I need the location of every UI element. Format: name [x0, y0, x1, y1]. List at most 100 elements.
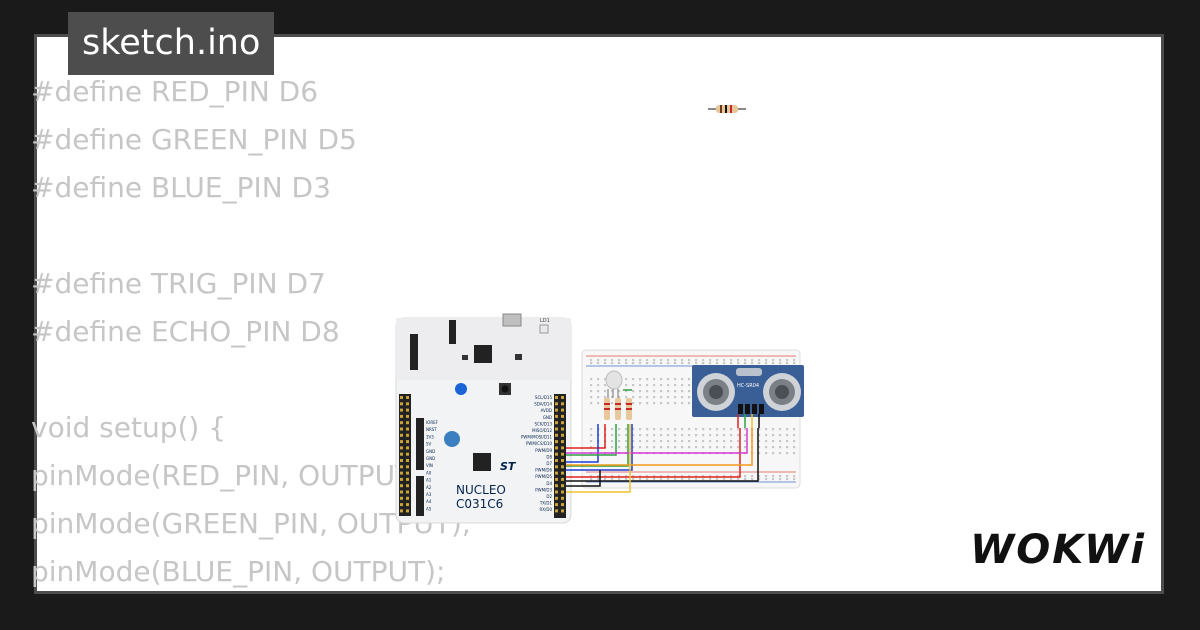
- header-pin: [561, 396, 564, 399]
- breadboard-hole: [618, 428, 621, 431]
- nucleo-board[interactable]: LD1 ST NUCLEO C031C6 SCL/D15SDA/D14AVDDG…: [395, 313, 572, 524]
- header-pin: [400, 509, 403, 513]
- code-editor[interactable]: #define RED_PIN D6#define GREEN_PIN D5#d…: [31, 68, 471, 596]
- breadboard-hole: [772, 434, 775, 437]
- breadboard-hole: [709, 434, 712, 437]
- breadboard-hole: [639, 384, 642, 387]
- breadboard-hole: [730, 475, 733, 478]
- breadboard-hole: [618, 446, 621, 449]
- breadboard-hole: [688, 434, 691, 437]
- breadboard-hole: [786, 428, 789, 431]
- breadboard-hole: [674, 446, 677, 449]
- breadboard-hole: [730, 359, 733, 362]
- breadboard-hole: [716, 362, 719, 365]
- breadboard-hole: [793, 446, 796, 449]
- breadboard-hole: [758, 446, 761, 449]
- breadboard-hole: [779, 359, 782, 362]
- file-tab[interactable]: sketch.ino: [68, 12, 275, 75]
- header-pin: [555, 433, 558, 437]
- pin-label: 5V: [426, 442, 432, 447]
- breadboard-hole: [716, 434, 719, 437]
- sensor-label: HC-SR04: [737, 383, 759, 389]
- resistor-top[interactable]: [708, 105, 746, 113]
- breadboard-hole: [590, 475, 593, 478]
- breadboard-hole: [723, 478, 726, 481]
- breadboard-hole: [786, 446, 789, 449]
- breadboard-hole: [667, 396, 670, 399]
- breadboard-hole: [695, 359, 698, 362]
- pin-label: PWM/D3: [535, 487, 552, 492]
- code-line: #define TRIG_PIN D7: [31, 267, 326, 300]
- breadboard-hole: [646, 359, 649, 362]
- breadboard-hole: [611, 402, 614, 405]
- breadboard-hole: [751, 359, 754, 362]
- breadboard-hole: [716, 446, 719, 449]
- breadboard-hole: [611, 446, 614, 449]
- pin-label: PWM/D5: [535, 474, 552, 479]
- pin-label: GND: [543, 415, 552, 420]
- header-pin: [406, 471, 409, 475]
- header-pin: [555, 427, 558, 431]
- breadboard-hole: [695, 428, 698, 431]
- breadboard-hole: [779, 446, 782, 449]
- header-pin: [406, 477, 409, 481]
- pin-label: A2: [426, 485, 432, 490]
- header-pin: [561, 446, 564, 450]
- breadboard-hole: [765, 434, 768, 437]
- breadboard-hole: [779, 362, 782, 365]
- header-pin: [406, 465, 409, 469]
- breadboard-hole: [772, 362, 775, 365]
- breadboard-hole: [590, 362, 593, 365]
- breadboard-hole: [786, 434, 789, 437]
- breadboard-hole: [779, 452, 782, 455]
- breadboard-hole: [653, 402, 656, 405]
- breadboard-hole: [632, 362, 635, 365]
- breadboard-hole: [681, 475, 684, 478]
- breadboard-hole: [716, 428, 719, 431]
- breadboard-hole: [688, 378, 691, 381]
- header-pin: [555, 396, 558, 399]
- ultrasonic-sensor[interactable]: HC-SR04: [692, 365, 804, 417]
- breadboard-hole: [723, 446, 726, 449]
- breadboard-hole: [667, 384, 670, 387]
- breadboard-hole: [653, 446, 656, 449]
- breadboard-hole: [709, 446, 712, 449]
- breadboard-hole: [632, 384, 635, 387]
- breadboard-hole: [688, 478, 691, 481]
- wokwi-logo: WOKWi: [970, 527, 1146, 573]
- pin-label: D2: [546, 494, 552, 499]
- breadboard-hole: [604, 390, 607, 393]
- breadboard-hole: [688, 390, 691, 393]
- led-resistors[interactable]: [604, 398, 632, 420]
- breadboard-hole: [765, 452, 768, 455]
- breadboard-hole: [744, 362, 747, 365]
- breadboard-hole: [660, 378, 663, 381]
- code-line: #define GREEN_PIN D5: [31, 123, 357, 156]
- header-pin: [561, 421, 564, 425]
- breadboard-hole: [625, 359, 628, 362]
- breadboard-hole: [667, 402, 670, 405]
- breadboard-hole: [744, 475, 747, 478]
- breadboard-hole: [590, 434, 593, 437]
- wires[interactable]: [566, 389, 760, 493]
- header-pin: [400, 484, 403, 488]
- breadboard-hole: [674, 434, 677, 437]
- breadboard-hole: [688, 428, 691, 431]
- breadboard-hole: [709, 359, 712, 362]
- breadboard-hole: [793, 428, 796, 431]
- breadboard-hole: [772, 428, 775, 431]
- breadboard-hole: [618, 390, 621, 393]
- breadboard-hole: [597, 378, 600, 381]
- rgb-led[interactable]: [605, 370, 623, 398]
- header-pin: [555, 484, 558, 488]
- header-pin: [406, 496, 409, 500]
- breadboard-hole: [702, 478, 705, 481]
- breadboard-hole: [674, 402, 677, 405]
- breadboard-hole: [765, 428, 768, 431]
- breadboard-hole: [765, 446, 768, 449]
- header-pin: [400, 490, 403, 494]
- breadboard-hole: [604, 378, 607, 381]
- header-pin: [555, 490, 558, 494]
- header-pin: [555, 471, 558, 475]
- header-pin: [555, 402, 558, 406]
